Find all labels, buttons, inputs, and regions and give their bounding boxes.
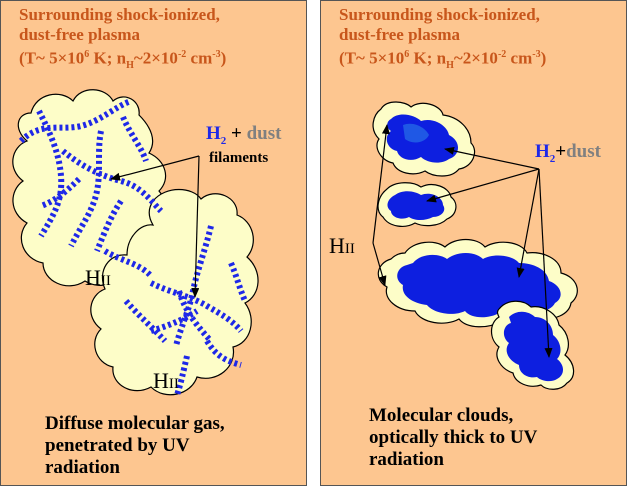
left-filaments-label: filaments xyxy=(209,150,269,166)
left-header: Surrounding shock-ionized, dust-free pla… xyxy=(19,5,226,76)
left-caption-line2: penetrated by UV xyxy=(45,435,190,456)
left-panel-art xyxy=(12,89,259,396)
arrow-hii-to-cloud-1 xyxy=(372,124,390,244)
left-panel: Surrounding shock-ionized, dust-free pla… xyxy=(0,0,307,486)
filament-2 xyxy=(36,109,65,238)
arrow-dust-to-cloud-4 xyxy=(538,168,553,358)
right-header-line1: Surrounding shock-ionized, xyxy=(339,5,540,24)
right-panel: Surrounding shock-ionized, dust-free pla… xyxy=(320,0,627,486)
right-panel-art xyxy=(372,101,578,390)
left-hii-label-lower: HII xyxy=(153,368,179,393)
right-caption-line3: radiation xyxy=(369,449,444,470)
right-caption-line2: optically thick to UV xyxy=(369,427,538,448)
left-header-line3: (T~ 5×106 K; nH~2×10-2 cm-3) xyxy=(19,48,227,72)
left-caption-line3: radiation xyxy=(45,457,120,478)
left-caption-line1: Diffuse molecular gas, xyxy=(45,413,225,434)
right-hii-label: HII xyxy=(329,233,355,258)
arrow-dust-to-cloud-3 xyxy=(516,168,540,278)
left-caption: Diffuse molecular gas, penetrated by UV … xyxy=(45,413,225,479)
arrow-dust-to-cloud-1 xyxy=(444,146,540,170)
arrow-dust-to-cloud-2 xyxy=(426,168,540,203)
left-h2-dust-label: H2 + dust xyxy=(206,123,282,147)
left-arrows xyxy=(110,155,200,298)
filament-15 xyxy=(174,355,190,396)
filament-10 xyxy=(149,280,244,333)
filaments-left xyxy=(18,98,248,396)
molecular-cloud-4 xyxy=(490,300,575,390)
arrow-to-lower-filament xyxy=(191,155,200,298)
right-arrows xyxy=(372,124,553,358)
filament-12 xyxy=(150,308,199,334)
right-header: Surrounding shock-ionized, dust-free pla… xyxy=(339,5,546,76)
filament-3 xyxy=(61,148,164,214)
filament-16 xyxy=(228,261,248,303)
filament-7 xyxy=(120,115,149,163)
molecular-cloud-1 xyxy=(372,101,476,177)
right-caption: Molecular clouds, optically thick to UV … xyxy=(369,405,537,471)
left-hii-label-upper: HII xyxy=(85,265,111,290)
filament-8 xyxy=(103,248,154,279)
left-header-line1: Surrounding shock-ionized, xyxy=(19,5,220,24)
right-header-line3: (T~ 5×106 K; nH~2×10-2 cm-3) xyxy=(339,48,547,72)
filament-6 xyxy=(39,176,82,209)
right-caption-line1: Molecular clouds, xyxy=(369,405,514,426)
filament-11 xyxy=(176,290,214,344)
right-header-line2: dust-free plasma xyxy=(339,25,461,44)
arrow-to-upper-filament xyxy=(110,155,200,181)
molecular-cloud-2 xyxy=(377,182,457,227)
right-h2-dust-label: H2+dust xyxy=(535,141,601,165)
arrow-hii-to-cloud-3 xyxy=(372,242,387,286)
left-header-line2: dust-free plasma xyxy=(19,25,141,44)
filament-4 xyxy=(68,130,104,248)
filament-1 xyxy=(18,98,133,144)
filament-5 xyxy=(94,199,124,253)
